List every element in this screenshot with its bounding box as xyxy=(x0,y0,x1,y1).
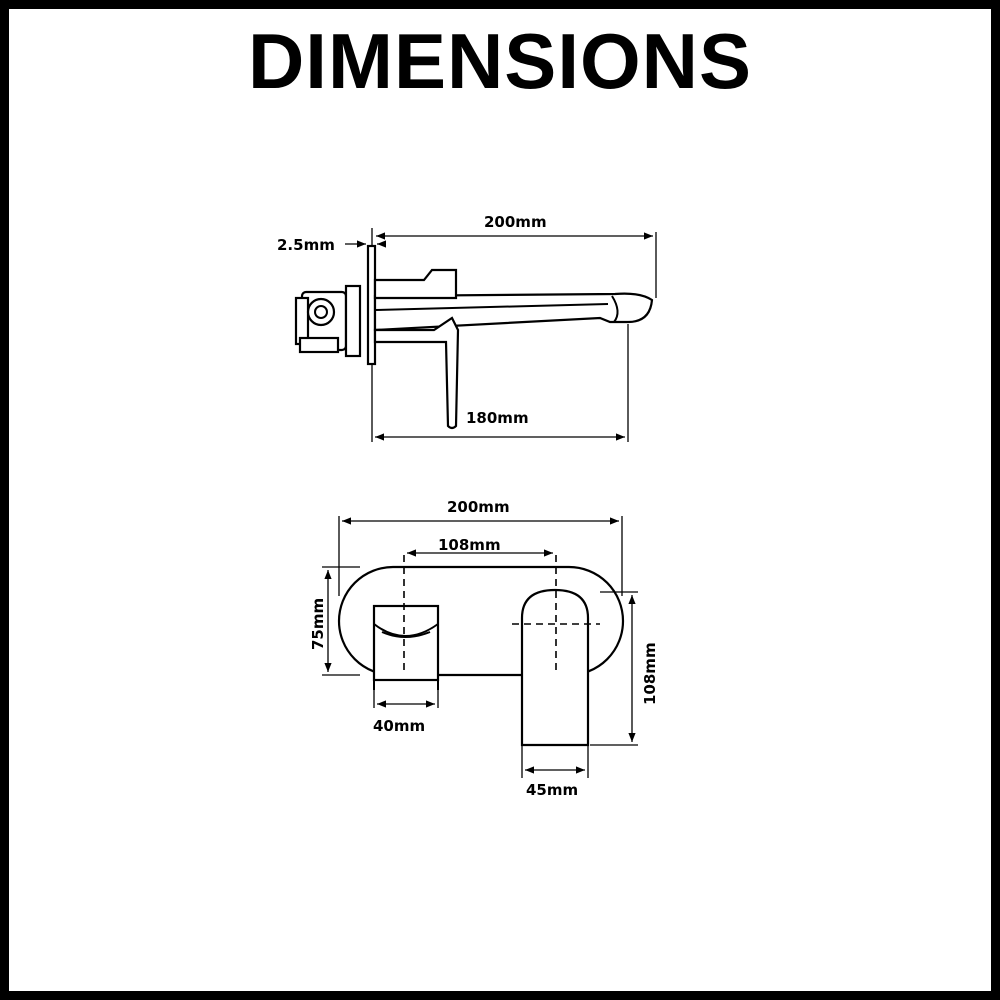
front-spout xyxy=(372,604,440,682)
dim-center-distance-label: 108mm xyxy=(438,536,501,554)
valve-port-inner xyxy=(314,305,328,319)
dim-plate-thickness-label: 2.5mm xyxy=(277,236,335,254)
front-spout-curve xyxy=(373,623,439,637)
valve-base xyxy=(298,336,340,354)
valve-port xyxy=(306,297,336,327)
lever-handle xyxy=(373,316,460,430)
front-spout-mesh xyxy=(381,631,431,638)
side-view-drawing: 2.5mm 200mm 180mm xyxy=(277,213,657,442)
dim-spout-length-label: 180mm xyxy=(466,409,529,427)
spout-line xyxy=(374,303,609,311)
dim-total-length-label: 200mm xyxy=(484,213,547,231)
upper-fitting xyxy=(373,268,458,300)
front-view-drawing: 200mm 108mm 75mm 108mm 40mm 45mm xyxy=(309,498,659,799)
front-handle xyxy=(520,588,590,747)
dim-plate-height-label: 75mm xyxy=(309,598,327,650)
dim-plate-width-label: 200mm xyxy=(447,498,510,516)
spout-outlet xyxy=(611,295,619,323)
page-title: DIMENSIONS xyxy=(247,17,753,105)
dim-handle-height-label: 108mm xyxy=(641,642,659,705)
dim-spout-width-label: 40mm xyxy=(373,717,425,735)
spout-body xyxy=(373,292,654,332)
dim-handle-width-label: 45mm xyxy=(526,781,578,799)
valve-collar xyxy=(344,284,362,358)
